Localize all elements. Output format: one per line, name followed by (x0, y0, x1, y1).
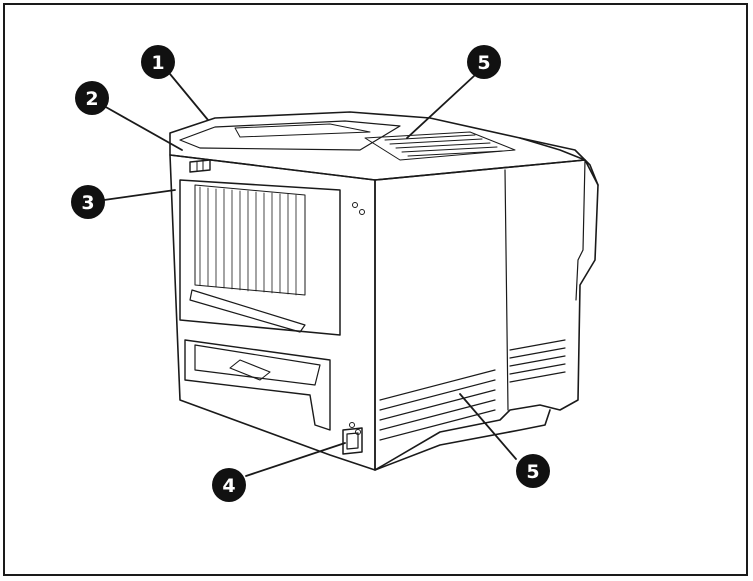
callout-2-label: 2 (85, 88, 98, 110)
callout-5-side: 5 (516, 454, 550, 488)
callout-5-top: 5 (467, 45, 501, 79)
callout-3: 3 (71, 185, 105, 219)
side-vent-front (379, 369, 496, 441)
top-vent (364, 131, 516, 161)
rear-door-latch (189, 159, 211, 173)
leader-3 (103, 189, 176, 201)
callout-5-side-label: 5 (526, 461, 539, 483)
rear-lower-opening (184, 339, 331, 431)
side-vent-rear (509, 339, 566, 383)
callout-2: 2 (75, 81, 109, 115)
leader-5b (459, 393, 517, 460)
printer-illustration (169, 111, 599, 471)
leader-1 (169, 73, 209, 121)
power-connector (342, 427, 363, 455)
leader-5a (406, 75, 475, 139)
rear-door (179, 179, 341, 336)
callout-1-label: 1 (151, 52, 164, 74)
printer-right-side (374, 159, 599, 471)
leader-4 (245, 442, 346, 477)
callout-4: 4 (212, 468, 246, 502)
leader-2 (103, 105, 183, 151)
callout-4-label: 4 (222, 475, 235, 497)
output-tray (179, 120, 401, 151)
leader-lines (103, 73, 517, 477)
callout-5-top-label: 5 (477, 52, 490, 74)
printer-rear-face (169, 154, 376, 471)
rear-door-vent (194, 184, 306, 296)
callout-1: 1 (141, 45, 175, 79)
callout-3-label: 3 (81, 192, 94, 214)
